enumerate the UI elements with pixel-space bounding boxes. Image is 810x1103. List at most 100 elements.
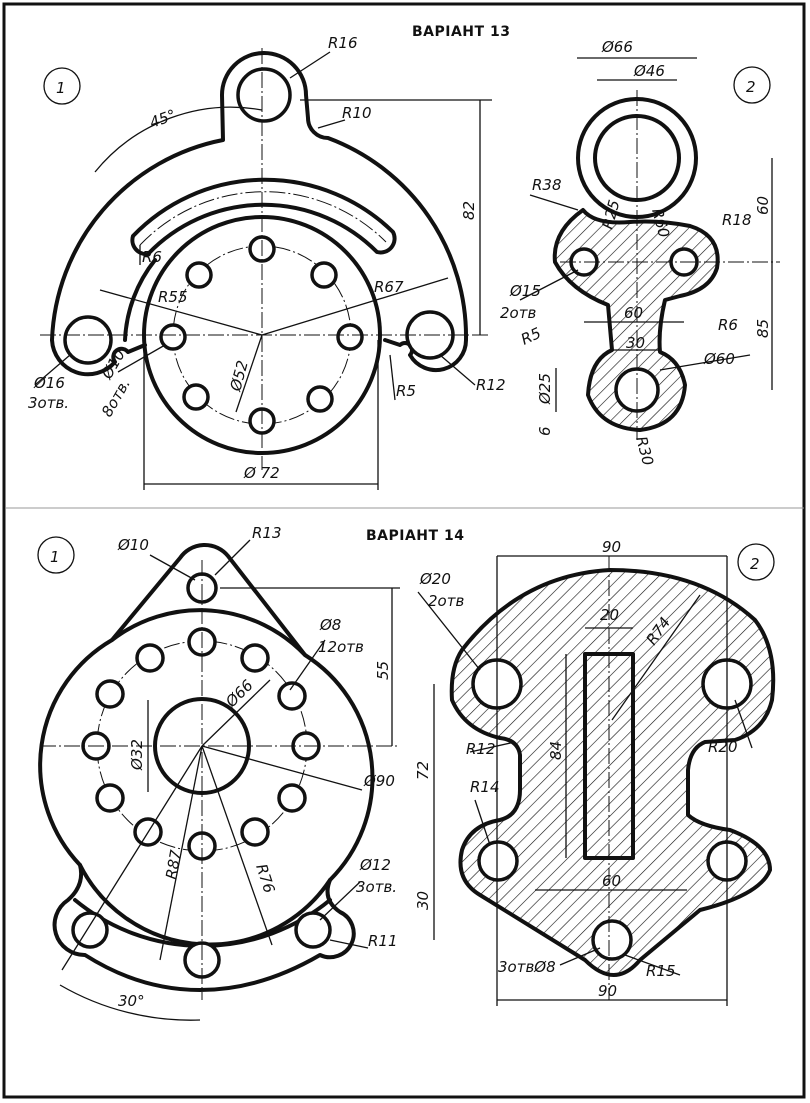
v13-view2: 2 Ø66 Ø46 R38 R25 R60 R18 60 Ø15 2отв 60… xyxy=(500,38,780,468)
v13-v2-label-6: 6 xyxy=(536,426,554,436)
v14-v1-label-d10: Ø10 xyxy=(117,536,149,554)
v13-v2-label-d66: Ø66 xyxy=(601,38,633,56)
v13-v1-label-r55: R55 xyxy=(158,288,188,306)
v14-v1-label-55: 55 xyxy=(374,661,392,680)
v14-v1-label-3otv: 3отв. xyxy=(356,878,397,896)
v13-arc-slot xyxy=(130,177,397,257)
v14-hole xyxy=(240,817,270,847)
v13-v1-label-r5: R5 xyxy=(396,382,416,400)
v14-leader-r11 xyxy=(329,939,369,949)
v13-hole xyxy=(306,385,334,413)
v14-v1-label-d32: Ø32 xyxy=(128,739,146,771)
v13-hole xyxy=(310,261,338,289)
v13-v2-label-d25: Ø25 xyxy=(536,373,554,405)
v14-v2-label-r12: R12 xyxy=(466,740,496,758)
v14-disk-lower-arc xyxy=(78,863,332,947)
v14-leader-r87 xyxy=(159,745,203,961)
v13-v1-label-r6: R6 xyxy=(142,248,162,266)
v14-v2-label-r20: R20 xyxy=(708,738,738,756)
v14-v2-leader-r20 xyxy=(734,699,753,749)
v13-leader-r67 xyxy=(261,277,449,336)
v13-leader-r10 xyxy=(317,119,346,129)
v14-leader-d8 xyxy=(289,639,326,691)
v14-v2-leader-r12 xyxy=(469,741,516,753)
v14-v1-label-d12: Ø12 xyxy=(359,856,391,874)
v13-leader-d10 xyxy=(117,344,166,373)
v14-v1-label-r11: R11 xyxy=(368,932,398,950)
v13-v1-label-d52: Ø52 xyxy=(226,359,252,394)
v13-hole xyxy=(185,261,213,289)
v13-v2-leader-r38 xyxy=(529,194,579,211)
v13-v1-label-r12: R12 xyxy=(476,376,506,394)
v14-v2-label-90-top: 90 xyxy=(602,538,621,556)
v13-v1-label-r10: R10 xyxy=(342,104,372,122)
v14-v1-label-r76: R76 xyxy=(252,862,278,896)
v14-v2-label-2otv: 2отв xyxy=(428,592,464,610)
v14-dim-30deg-arc xyxy=(59,984,201,1021)
v14-disk-upper-arc xyxy=(110,608,307,657)
v14-body-outline xyxy=(38,542,375,992)
v14-leader-30deg xyxy=(61,745,203,971)
v14-v1-label-r13: R13 xyxy=(252,524,282,542)
v14-v2-leader-r15 xyxy=(624,954,681,976)
v13-v2-label-r18: R18 xyxy=(722,211,752,229)
v13-leader-d52 xyxy=(235,334,263,413)
v13-v2-label-2otv: 2отв xyxy=(500,304,536,322)
v14-view1: 1 xyxy=(37,524,400,1021)
v14-v2-label-d20: Ø20 xyxy=(419,570,451,588)
v14-v2-leader-r74 xyxy=(611,594,701,721)
v13-v2-label-d15: Ø15 xyxy=(509,282,541,300)
v14-v2-label-72: 72 xyxy=(414,761,432,780)
v13-view2-number: 2 xyxy=(746,78,756,96)
v14-v1-label-12otv: 12отв xyxy=(318,638,364,656)
v13-arch-inner xyxy=(123,258,157,342)
v14-hole xyxy=(95,679,125,709)
v13-v1-label-d72: Ø 72 xyxy=(243,464,280,482)
v13-v1-label-d16: Ø16 xyxy=(33,374,65,392)
v14-v2-label-r14: R14 xyxy=(470,778,500,796)
v13-hole xyxy=(159,323,187,351)
variant14-title: ВАРІАНТ 14 xyxy=(366,528,464,544)
v14-hole xyxy=(240,643,270,673)
v14-v2-bottom-hole xyxy=(591,919,633,961)
v14-v1-label-d90: Ø90 xyxy=(363,772,395,790)
v13-v2-label-d60: Ø60 xyxy=(703,350,735,368)
v13-v2-label-r30: R30 xyxy=(632,434,657,467)
v13-v2-label-85: 85 xyxy=(754,319,772,338)
v14-hole xyxy=(277,783,307,813)
v13-v2-label-60-right: 60 xyxy=(754,196,772,215)
v14-view1-number: 1 xyxy=(50,548,60,566)
v14-leader-d66 xyxy=(201,679,271,747)
v13-v1-label-r67: R67 xyxy=(374,278,404,296)
v14-right-lug-hole xyxy=(294,911,332,949)
v14-v2-label-84: 84 xyxy=(547,741,565,760)
v14-view1-number-circle xyxy=(37,536,75,574)
v13-leader-r55 xyxy=(99,289,263,336)
v13-left-lug-hole xyxy=(63,315,113,365)
v13-hole xyxy=(182,383,210,411)
v14-v2-label-20: 20 xyxy=(600,606,619,624)
v14-hole xyxy=(277,681,307,711)
v13-view1-number: 1 xyxy=(56,79,66,97)
v13-view2-number-circle xyxy=(733,66,771,104)
v13-v2-leader-d60 xyxy=(659,354,751,371)
v14-v2-hatched-body xyxy=(449,568,776,977)
v13-hole xyxy=(336,323,364,351)
v13-leader-r16 xyxy=(289,51,331,79)
variant13-title: ВАРІАНТ 13 xyxy=(412,24,510,40)
v13-v2-label-r5: R5 xyxy=(518,324,544,349)
v14-view2: 2 90 Ø20 2отв 20 R74 R12 84 R20 72 R1 xyxy=(414,538,776,1006)
v14-v2-leader-d20 xyxy=(417,591,481,671)
v13-arch-outline xyxy=(50,51,469,373)
v14-hole xyxy=(95,783,125,813)
v13-leader-d16 xyxy=(34,354,71,386)
v14-v2-label-90-bottom: 90 xyxy=(598,982,617,1000)
v14-small-holes xyxy=(81,627,321,861)
v14-v2-leader-d8 xyxy=(559,947,601,966)
v13-v2-label-d46: Ø46 xyxy=(633,62,665,80)
v13-view1: 1 xyxy=(28,34,506,490)
v14-leader-r76 xyxy=(201,745,273,946)
v13-slot-centerline xyxy=(139,191,387,246)
v14-v2-label-3otv-d8: 3отвØ8 xyxy=(498,958,556,976)
